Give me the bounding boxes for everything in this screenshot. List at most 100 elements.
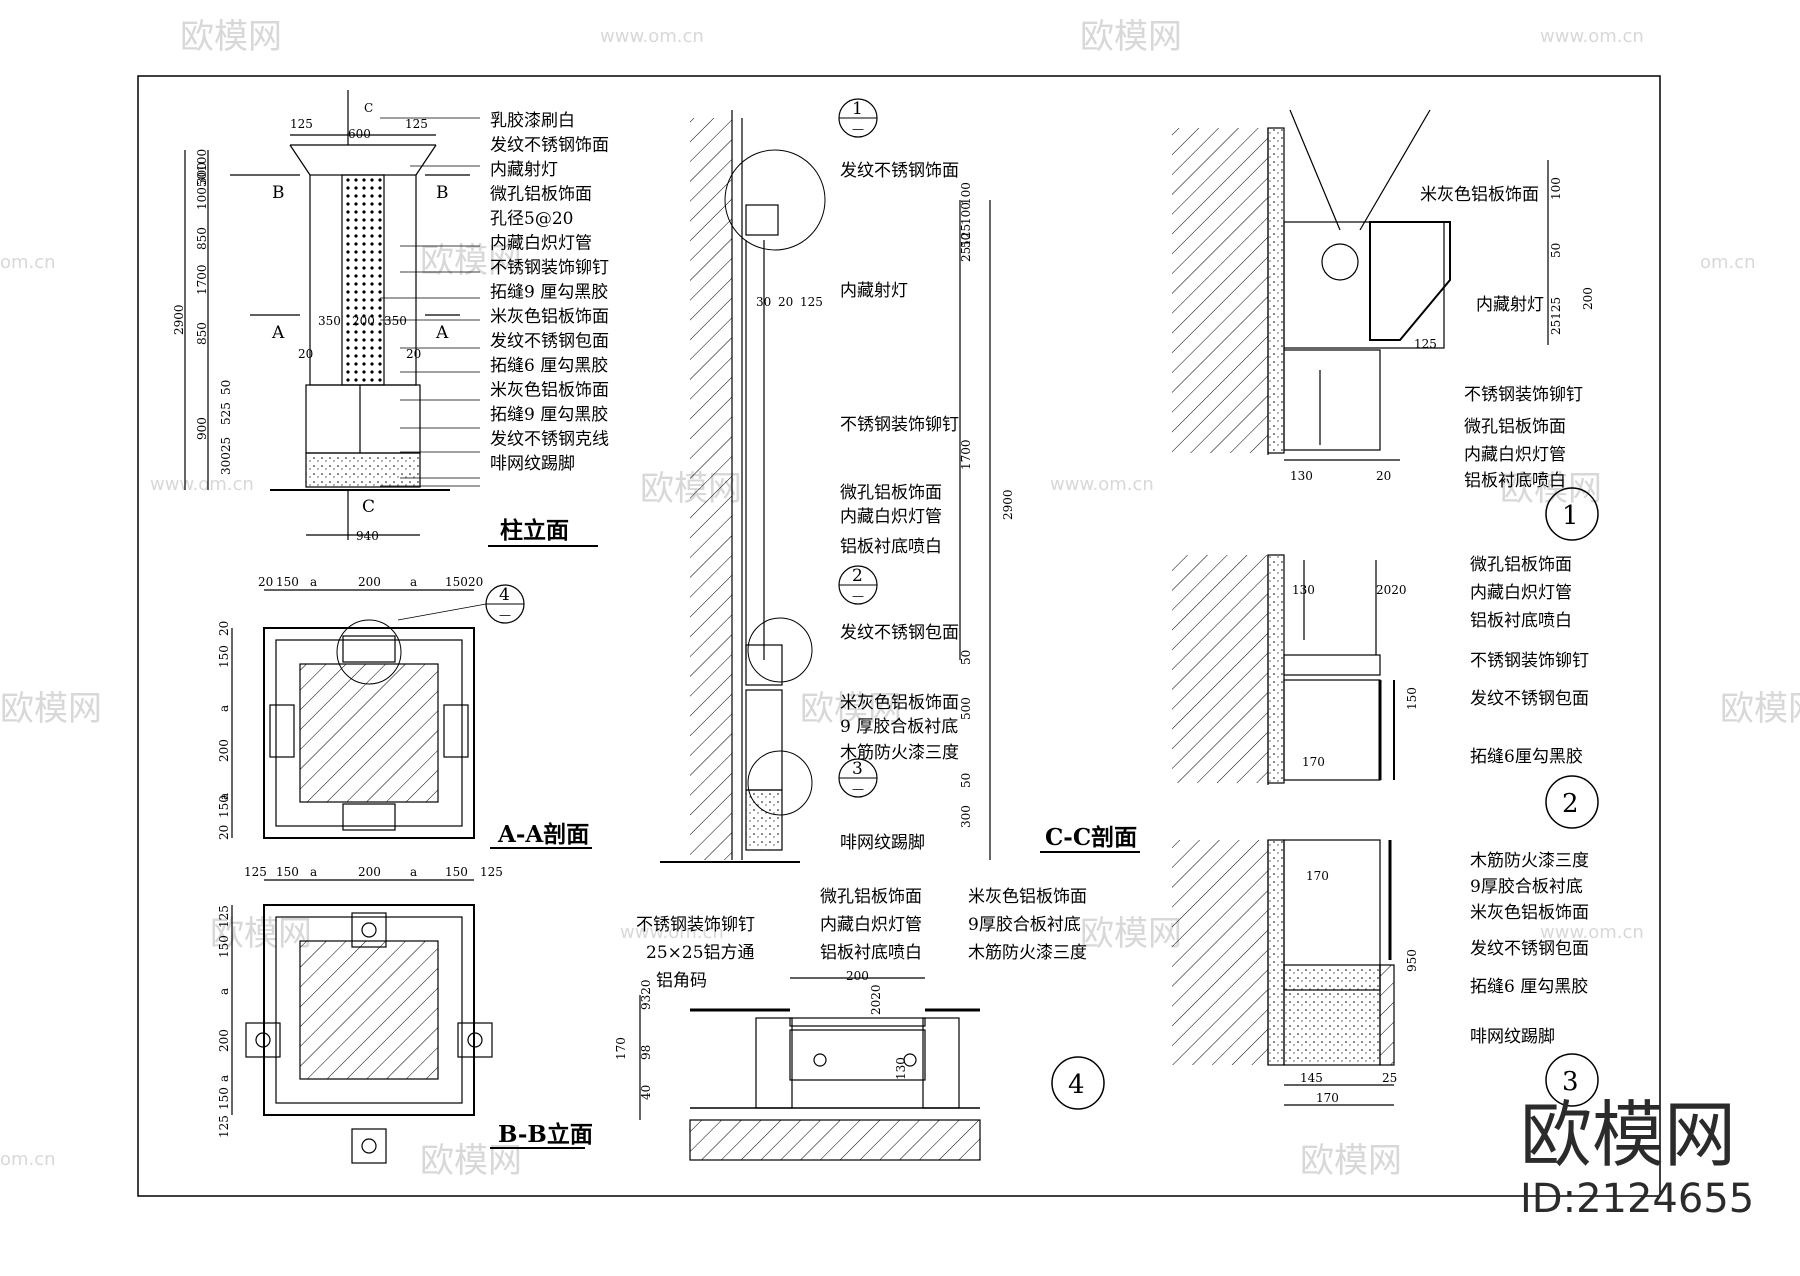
dim-text: 20: [468, 575, 483, 589]
material-label: 不锈钢装饰铆钉: [840, 415, 959, 435]
dim-text: 300: [959, 805, 973, 828]
dim-text: 100: [959, 202, 973, 225]
callout-number: 1: [852, 99, 863, 119]
watermark-url: www.om.cn: [1540, 922, 1644, 943]
dim-text: 2020: [1376, 583, 1407, 597]
dim-text: a: [217, 1075, 231, 1082]
dim-text: 50: [959, 233, 973, 248]
dim-text: 170: [1316, 1091, 1339, 1105]
detail-2-callout: 2: [1545, 775, 1599, 829]
dim-text: a: [410, 865, 417, 879]
dim-text: 125: [290, 117, 313, 131]
material-label: 25×25铝方通: [646, 943, 755, 963]
watermark-brand: 欧模网: [180, 17, 282, 57]
dim-text: 150: [445, 865, 468, 879]
watermark-brand: 欧模网: [800, 689, 902, 729]
material-label: 发纹不锈钢包面: [840, 623, 959, 643]
dim-text: 170: [1302, 755, 1325, 769]
detail-1: [1172, 109, 1549, 461]
dim-text: 50: [219, 380, 233, 395]
material-label: 内藏白炽灯管: [1470, 583, 1572, 603]
dim-text: 40: [639, 1085, 653, 1100]
material-label: 内藏射灯: [490, 160, 558, 180]
callout-number: 3: [852, 759, 863, 779]
dim-text: 150: [445, 575, 468, 589]
material-label: 9厚胶合板衬底: [1470, 877, 1583, 897]
material-label: 内藏白炽灯管: [490, 234, 592, 254]
material-label: 木筋防火漆三度: [968, 943, 1087, 963]
callout-number: 4: [499, 585, 510, 605]
material-label: 不锈钢装饰铆钉: [1470, 651, 1589, 671]
dim-text: a: [217, 793, 231, 800]
detail-2-labels: 微孔铝板饰面内藏白炽灯管铝板衬底喷白不锈钢装饰铆钉发纹不锈钢包面拓缝6厘勾黑胶1…: [1292, 555, 1589, 769]
watermark-url: www.om.cn: [620, 922, 724, 943]
detail-1-callout: 1: [1545, 487, 1599, 541]
column-elevation: [184, 90, 470, 540]
dim-text: 525: [219, 402, 233, 425]
callout-number: 4: [1068, 1070, 1085, 1100]
section-bb: [231, 879, 493, 1164]
dim-text: 150: [1405, 687, 1419, 710]
dim-text: 150: [217, 935, 231, 958]
callout-number: 3: [1562, 1067, 1579, 1097]
section-mark: B: [436, 183, 449, 203]
dim-text: 200: [846, 969, 869, 983]
column-elevation-leaders: [380, 117, 480, 487]
detail-4-callout: 4: [1051, 1056, 1105, 1110]
dim-text: 20: [298, 347, 313, 361]
section-mark: A: [435, 323, 449, 343]
dim-text: 150: [217, 645, 231, 668]
dim-text: 170: [614, 1037, 628, 1060]
dim-text: 300: [195, 162, 209, 185]
dim-text: a: [310, 575, 317, 589]
material-label: 微孔铝板饰面: [1464, 417, 1566, 437]
dim-text: 150: [217, 1087, 231, 1110]
section-aa: [231, 589, 475, 839]
section-cc-title: C-C剖面: [1045, 824, 1137, 851]
watermark-url: www.om.cn: [1540, 26, 1644, 47]
material-label: 啡网纹踢脚: [840, 833, 925, 853]
dim-text: 2900: [1001, 489, 1015, 520]
section-aa-callout: 4 —: [397, 584, 525, 624]
dim-text: 9320: [639, 979, 653, 1010]
dim-text: 100: [1549, 177, 1563, 200]
column-elevation-dims: 125 600 125 300 10050100 850 1700 850 29…: [172, 101, 449, 543]
material-label: 发纹不锈钢克线: [490, 430, 609, 450]
dim-text: 850: [195, 227, 209, 250]
watermark-brand: 欧模网: [1500, 469, 1602, 509]
brand-id: ID:2124655: [1520, 1176, 1754, 1222]
section-mark: B: [272, 183, 285, 203]
section-cc: [660, 110, 991, 863]
dim-text: 98: [639, 1045, 653, 1060]
material-label: 拓缝6 厘勾黑胶: [490, 356, 608, 376]
watermark-url: om.cn: [0, 252, 56, 273]
material-label: 木筋防火漆三度: [1470, 851, 1589, 871]
material-label: 啡网纹踢脚: [1470, 1027, 1555, 1047]
dim-text: 150: [276, 865, 299, 879]
dim-text: 20: [217, 621, 231, 636]
dim-text: a: [410, 575, 417, 589]
material-label: 不锈钢装饰铆钉: [636, 915, 755, 935]
dim-text: 350: [318, 314, 341, 328]
material-label: 微孔铝板饰面: [840, 483, 942, 503]
material-label: 铝板衬底喷白: [1470, 611, 1572, 631]
dim-text: a: [217, 705, 231, 712]
dim-text: 20: [1376, 469, 1391, 483]
dim-text: 30: [756, 295, 771, 309]
material-label: 内藏白炽灯管: [840, 507, 942, 527]
watermark-brand: 欧模网: [420, 241, 522, 281]
callout-sub: —: [852, 589, 864, 603]
callout-number: 2: [1562, 789, 1579, 819]
material-label: 内藏白炽灯管: [820, 915, 922, 935]
dim-text: 25125: [959, 224, 973, 262]
dim-text: 200: [358, 575, 381, 589]
material-label: 微孔铝板饰面: [490, 185, 592, 205]
callout-number: 2: [852, 566, 863, 586]
material-label: 内藏白炽灯管: [1464, 445, 1566, 465]
column-elevation-title: 柱立面: [500, 517, 569, 544]
detail-2: [1172, 554, 1395, 785]
dim-text: 1700: [959, 439, 973, 470]
